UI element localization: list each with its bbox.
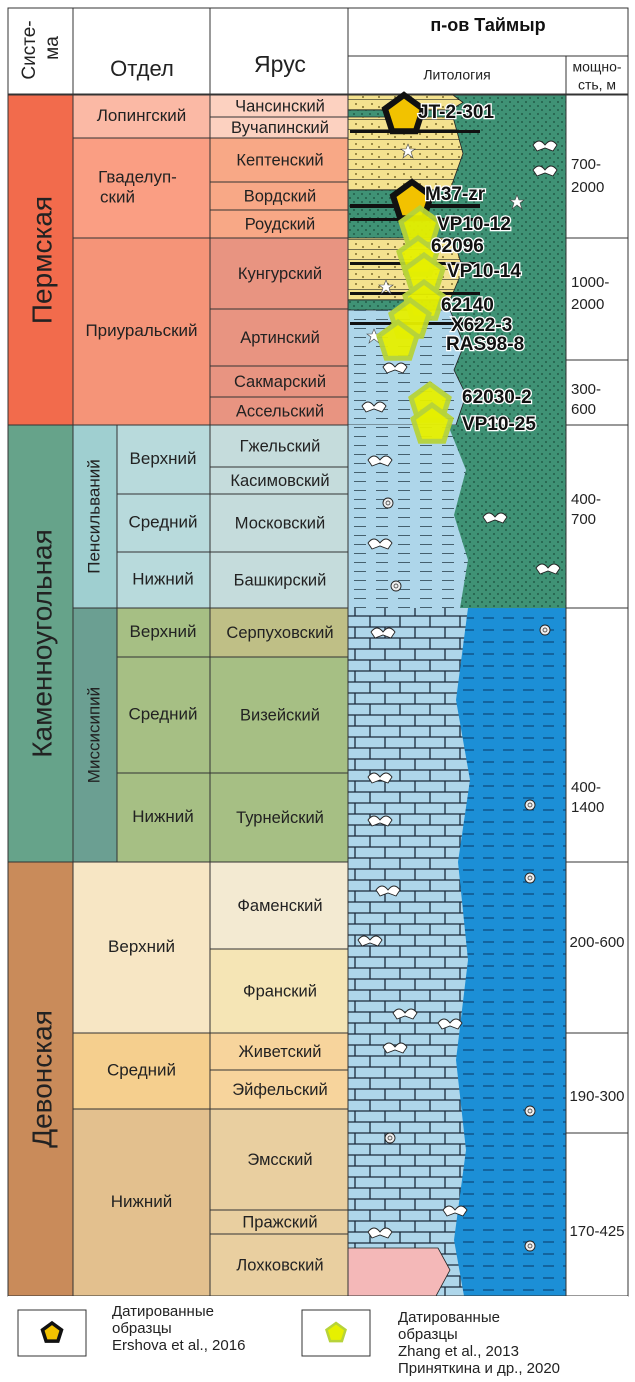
header-system-part1: Систе- [19, 20, 40, 79]
stage-label: Визейский [240, 706, 320, 724]
division-label: Лопингский [97, 106, 186, 125]
legend-yellow-text: Датированные [398, 1309, 500, 1326]
legend-black-text: Ershova et al., 2016 [112, 1337, 245, 1354]
legend-yellow-text: Zhang et al., 2013 [398, 1343, 519, 1360]
header-region: п-ов Таймыр [430, 15, 545, 35]
system-label: Каменноугольная [26, 529, 57, 758]
thickness-label-line1: 300- [571, 381, 601, 398]
thickness-label: 200-600 [569, 934, 624, 951]
thickness-label-line1: 400- [571, 779, 601, 796]
sample-label: VP10-25 [462, 414, 536, 435]
sample-label: VP10-12 [437, 214, 511, 235]
litho-blue-right-dash [454, 608, 566, 1296]
division-label: Нижний [111, 1192, 173, 1211]
stage-label: Пражский [242, 1213, 317, 1231]
fossil-ammonite-icon [391, 581, 401, 591]
sample-label: 62140 [441, 295, 494, 316]
fossil-ammonite-icon [525, 1241, 535, 1251]
stage-label: Франский [243, 982, 317, 1000]
sample-label: JT-2-301 [418, 102, 494, 123]
stage-label: Турнейский [236, 809, 324, 827]
stage-label: Башкирский [234, 571, 327, 589]
stage-label: Серпуховский [226, 624, 333, 642]
thickness-label: 190-300 [569, 1088, 624, 1105]
division-label-line2: ский [100, 187, 135, 206]
subdivision-label: Средний [128, 512, 197, 531]
sample-label: X622-3 [451, 315, 512, 336]
thickness-label-line2: 2000 [571, 179, 604, 196]
system-label: Пермская [26, 196, 57, 324]
thickness-label-line1: 700- [571, 156, 601, 173]
legend-black-text: образцы [112, 1320, 172, 1337]
stage-label: Чансинский [235, 97, 325, 115]
thickness-label-line2: 2000 [571, 296, 604, 313]
division-label: Миссисипий [84, 687, 103, 783]
stage-label: Касимовский [230, 472, 329, 490]
division-label: Верхний [108, 937, 175, 956]
subdivision-label: Средний [128, 704, 197, 723]
stage-label: Гжельский [240, 437, 321, 455]
stage-label: Московский [235, 514, 325, 532]
sample-label: 62096 [431, 236, 484, 257]
stage-label: Фаменский [237, 897, 322, 915]
fossil-ammonite-icon [525, 800, 535, 810]
division-label-line1: Гваделуп- [98, 167, 177, 186]
thickness-label-line2: 600 [571, 401, 596, 418]
header-division: Отдел [110, 56, 174, 81]
header-stage: Ярус [254, 51, 306, 77]
thickness-label-line1: 1000- [571, 274, 609, 291]
fossil-ammonite-icon [385, 1133, 395, 1143]
stage-label: Кептенский [236, 151, 323, 169]
header-thickness-1: мощно- [572, 59, 621, 75]
sample-label: VP10-14 [447, 261, 521, 282]
legend-yellow-text: образцы [398, 1326, 458, 1343]
stage-label: Живетский [239, 1043, 322, 1061]
system-label: Девонская [26, 1010, 57, 1148]
stage-label: Эмсский [247, 1151, 312, 1169]
stage-label: Роудский [245, 215, 316, 233]
stage-label: Кунгурский [238, 265, 322, 283]
stage-label: Эйфельский [232, 1081, 327, 1099]
sample-label: M37-zr [425, 184, 486, 205]
division-label: Приуральский [85, 321, 197, 340]
subdivision-label: Нижний [132, 569, 194, 588]
header-thickness-2: сть, м [578, 77, 616, 93]
stage-label: Вучапинский [231, 119, 329, 137]
thickness-label-line2: 700 [571, 511, 596, 528]
subdivision-label: Нижний [132, 807, 194, 826]
stage-label: Сакмарский [234, 373, 326, 391]
stage-label: Ассельский [236, 402, 324, 420]
subdivision-label: Верхний [130, 622, 197, 641]
fossil-ammonite-icon [540, 625, 550, 635]
stage-label: Лохковский [236, 1256, 323, 1274]
stage-label: Вордский [244, 187, 317, 205]
fossil-ammonite-icon [383, 498, 393, 508]
legend-black-text: Датированные [112, 1303, 214, 1320]
thickness-label-line2: 1400 [571, 799, 604, 816]
thickness-label: 170-425 [569, 1223, 624, 1240]
sample-label: 62030-2 [462, 387, 532, 408]
litho-pink-base [348, 1248, 450, 1296]
legend-black-pentagon-icon [43, 1323, 62, 1341]
header-lithology: Литология [423, 67, 490, 83]
sample-label: RAS98-8 [446, 334, 524, 355]
division-cell [73, 138, 210, 238]
subdivision-label: Верхний [130, 449, 197, 468]
division-label: Средний [107, 1060, 176, 1079]
stage-label: Артинский [240, 329, 320, 347]
division-label: Пенсильваний [84, 459, 103, 574]
fossil-ammonite-icon [525, 873, 535, 883]
header-system-part2: ма [42, 36, 63, 60]
legend-yellow-text: Приняткина и др., 2020 [398, 1360, 560, 1377]
fossil-ammonite-icon [525, 1106, 535, 1116]
thickness-label-line1: 400- [571, 491, 601, 508]
